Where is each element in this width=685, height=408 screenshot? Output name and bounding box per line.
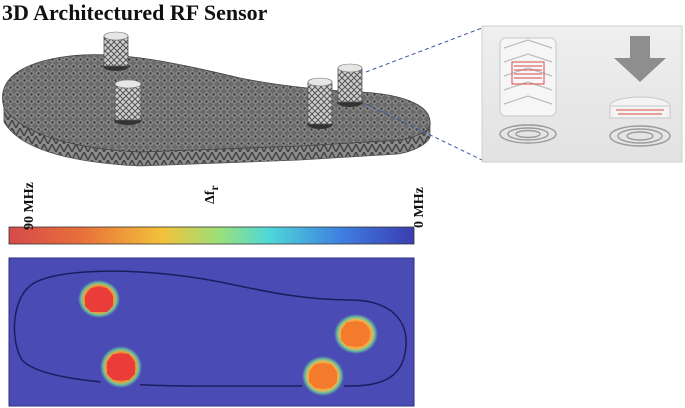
insole-render [2, 31, 431, 167]
hotspot-4 [302, 356, 344, 396]
pressure-heatmap [8, 257, 415, 407]
colorbar-symbol-sub: r [207, 185, 221, 191]
hotspot-3 [334, 314, 378, 354]
hotspot-2 [100, 346, 142, 388]
colorbar-max-label: 90 MHz [22, 182, 37, 230]
insole-outline [13, 270, 407, 387]
uncompressed-pillar [499, 37, 557, 144]
colorbar-symbol: Δfr [203, 185, 221, 204]
colorbar-min-label: 0 MHz [412, 187, 427, 228]
compressed-pillar [609, 96, 671, 147]
pillar-sensor-1 [103, 31, 129, 71]
colorbar [8, 226, 415, 245]
callout-lines [365, 27, 483, 161]
colorbar-symbol-main: Δf [203, 190, 218, 204]
pillar-sensor-3 [307, 77, 333, 129]
compression-arrow-icon [614, 36, 666, 82]
pillar-sensor-2 [114, 79, 142, 125]
hotspot-1 [78, 280, 120, 318]
figure-title: 3D Architectured RF Sensor [2, 0, 268, 25]
pillar-sensor-4 [337, 63, 363, 107]
sensor-inset-panel [481, 25, 683, 163]
